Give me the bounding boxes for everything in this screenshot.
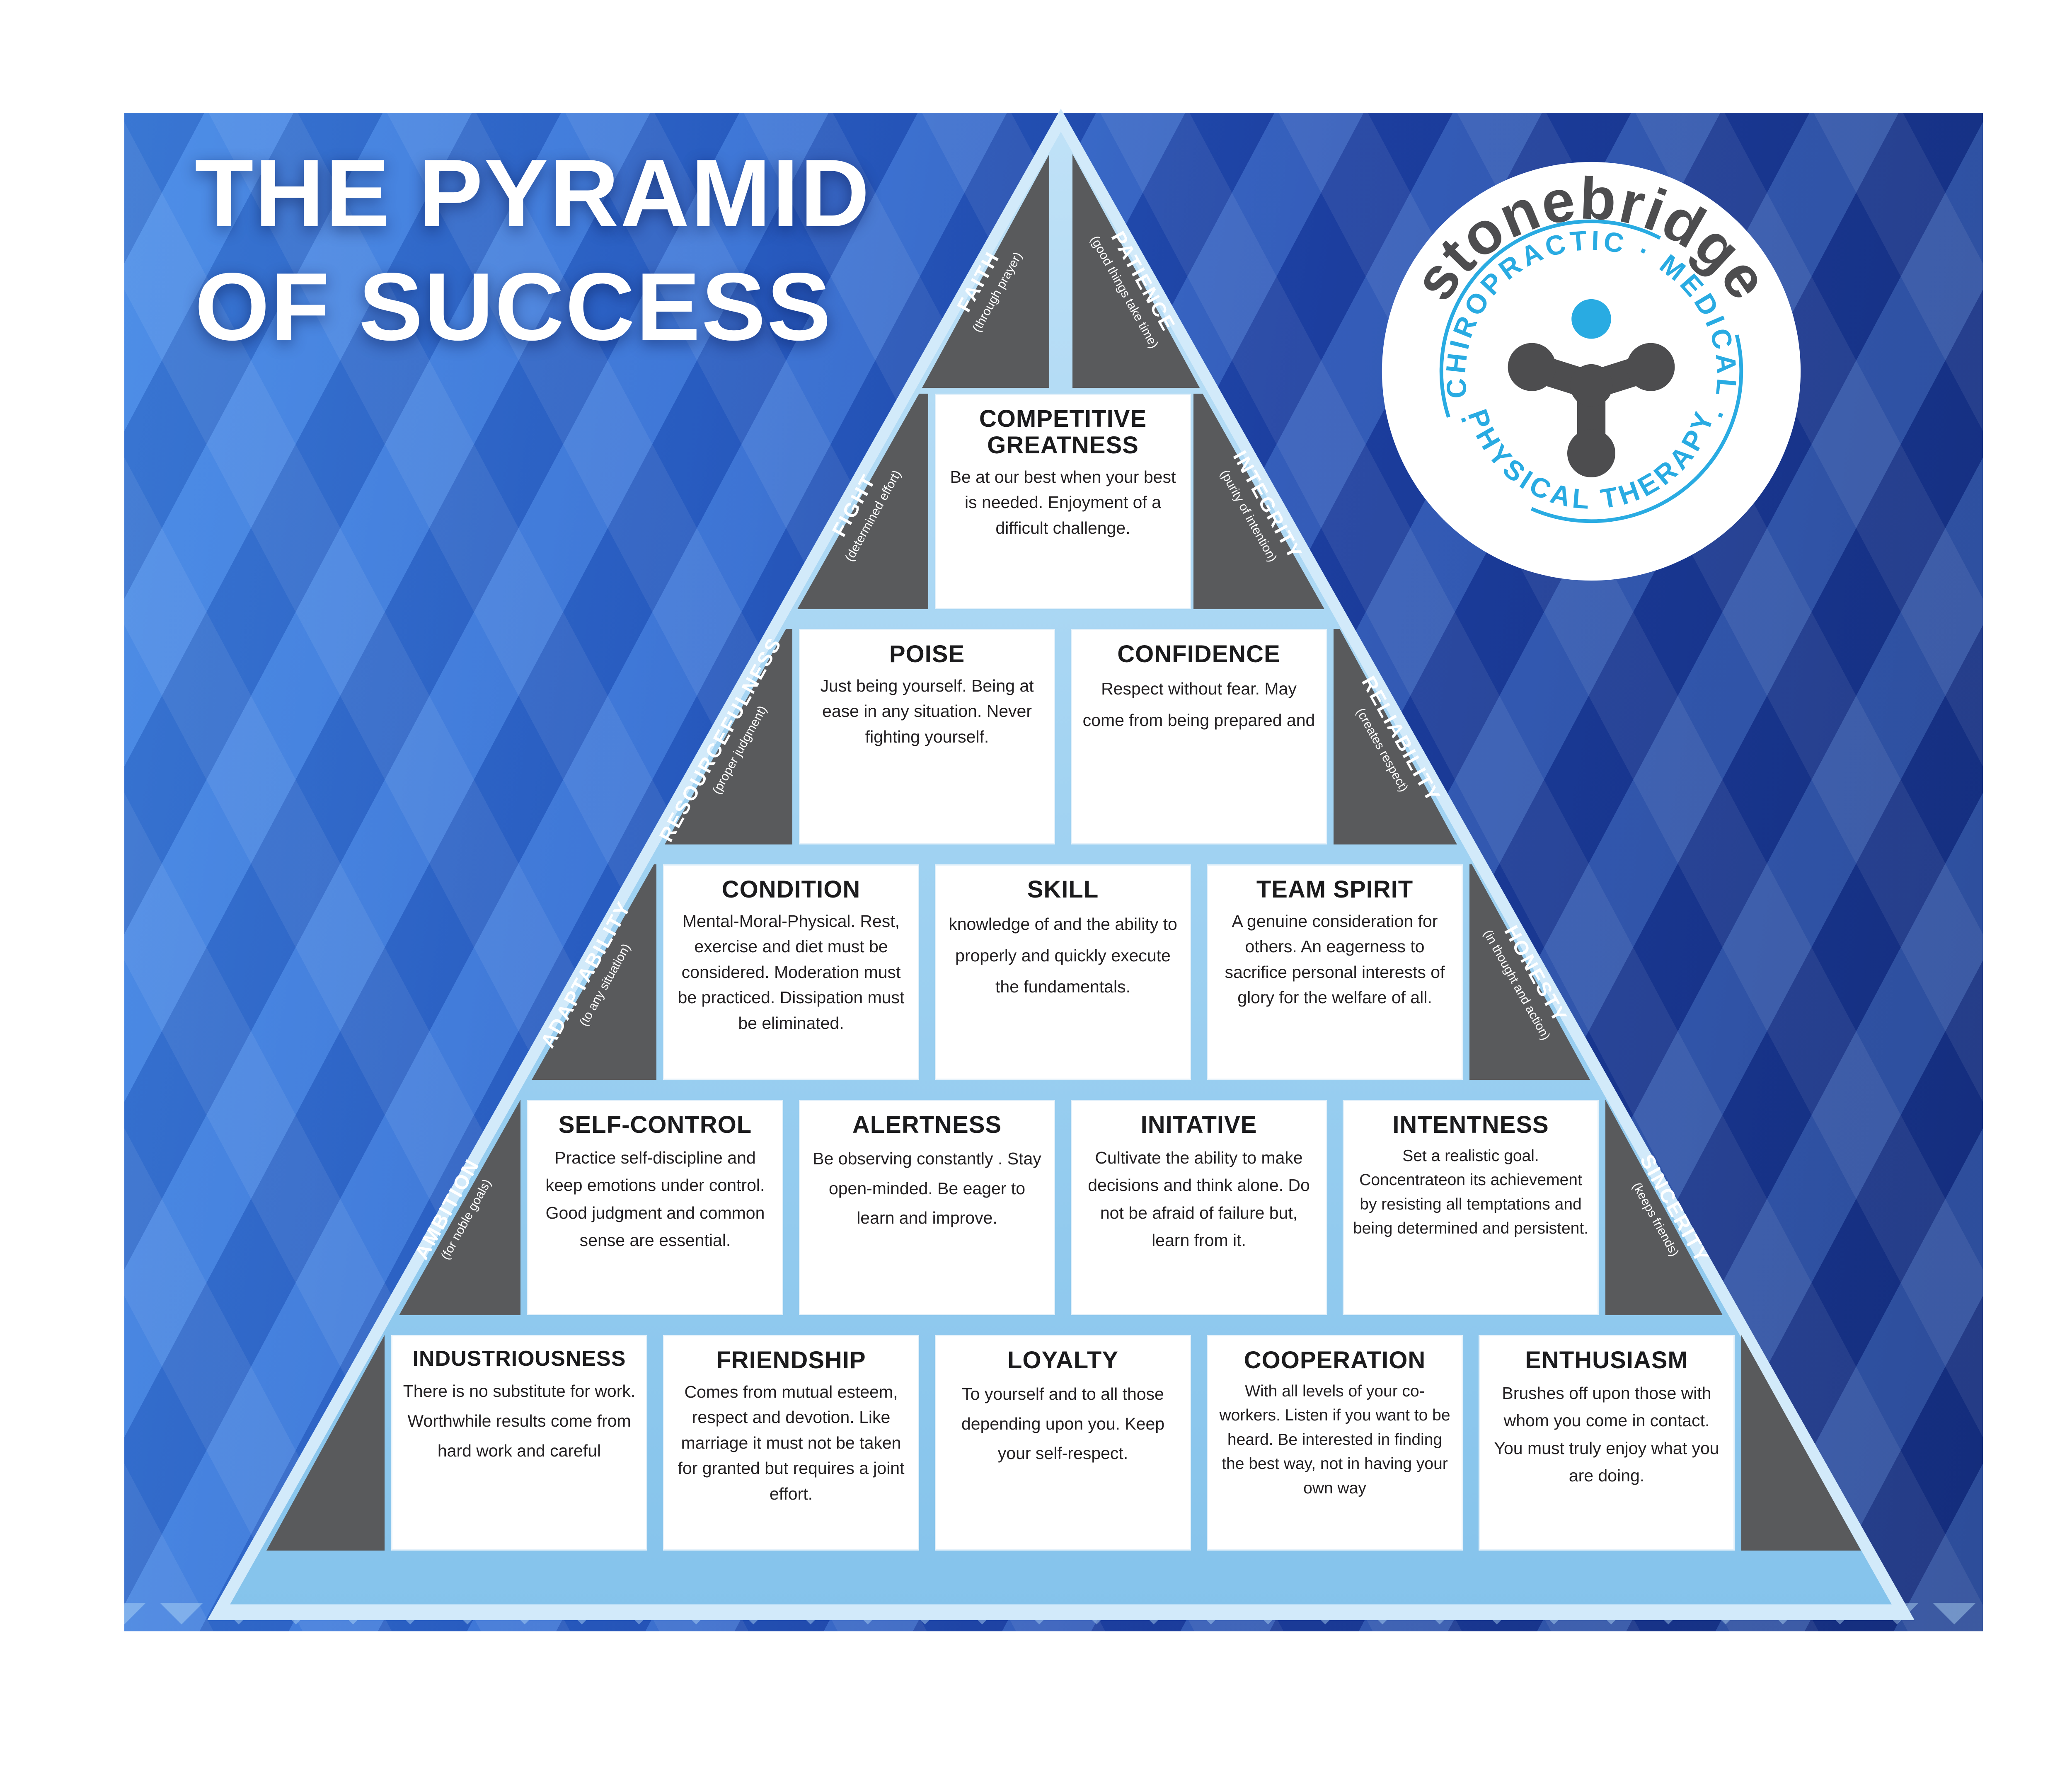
- block-title: ENTHUSIASM: [1525, 1347, 1688, 1374]
- block-body: knowledge of and the ability to properly…: [949, 914, 1177, 997]
- block-title: TEAM SPIRIT: [1256, 876, 1414, 903]
- block-enthusiasm: ENTHUSIASM Brushes off upon those with w…: [1479, 1335, 1735, 1551]
- block-body: With all levels of your co-workers. List…: [1219, 1382, 1450, 1497]
- block-loyalty: LOYALTY To yourself and to all those dep…: [935, 1335, 1191, 1551]
- block-body: Cultivate the ability to make decisions …: [1088, 1148, 1310, 1250]
- block-friendship: FRIENDSHIP Comes from mutual esteem, res…: [663, 1335, 919, 1551]
- block-confidence: CONFIDENCE Respect without fear. May com…: [1071, 629, 1327, 844]
- block-title: COOPERATION: [1244, 1347, 1426, 1374]
- block-poise: POISE Just being yourself. Being at ease…: [799, 629, 1055, 844]
- poster-title-line1: THE PYRAMID: [195, 140, 871, 247]
- block-title: INDUSTRIOUSNESS: [412, 1347, 626, 1371]
- block-competitive-greatness: COMPETITIVE GREATNESS Be at our best whe…: [935, 394, 1191, 609]
- block-team-spirit: TEAM SPIRIT A genuine consideration for …: [1207, 864, 1463, 1080]
- block-title: SELF-CONTROL: [558, 1111, 752, 1138]
- block-skill: SKILL knowledge of and the ability to pr…: [935, 864, 1191, 1080]
- block-intentness: INTENTNESS Set a realistic goal. Concent…: [1343, 1100, 1599, 1315]
- block-body: Be at our best when your best is needed.…: [950, 467, 1176, 537]
- block-body: To yourself and to all those depending u…: [961, 1384, 1165, 1463]
- block-title: CONDITION: [721, 876, 861, 903]
- block-alertness: ALERTNESS Be observing constantly . Stay…: [799, 1100, 1055, 1315]
- block-body: Comes from mutual esteem, respect and de…: [678, 1382, 905, 1503]
- block-title: POISE: [889, 641, 965, 668]
- block-title: LOYALTY: [1007, 1347, 1119, 1374]
- stonebridge-logo-svg: stonebridge · CHIROPRACTIC · MEDICAL · ·…: [1373, 135, 1801, 581]
- block-condition: CONDITION Mental-Moral-Physical. Rest, e…: [663, 864, 919, 1080]
- badge-inner-ring-icon: [1439, 219, 1743, 523]
- block-body: A genuine consideration for others. An e…: [1225, 911, 1445, 1007]
- block-body: Set a realistic goal. Concentrateon its …: [1353, 1147, 1589, 1238]
- poster-title: THE PYRAMID OF SUCCESS: [195, 137, 871, 364]
- block-body: There is no substitute for work. Worthwh…: [403, 1381, 636, 1460]
- block-industriousness: INDUSTRIOUSNESS There is no substitute f…: [391, 1335, 647, 1551]
- block-title: COMPETITIVE GREATNESS: [979, 405, 1147, 459]
- block-cooperation: COOPERATION With all levels of your co-w…: [1207, 1335, 1463, 1551]
- block-body: Just being yourself. Being at ease in an…: [820, 676, 1034, 746]
- block-body: Respect without fear. May come from bein…: [1082, 679, 1315, 730]
- block-body: Be observing constantly . Stay open-mind…: [813, 1149, 1041, 1228]
- block-body: Practice self-discipline and keep emotio…: [545, 1148, 765, 1250]
- block-self-control: SELF-CONTROL Practice self-discipline an…: [527, 1100, 783, 1315]
- block-title: ALERTNESS: [852, 1111, 1002, 1138]
- block-body: Mental-Moral-Physical. Rest, exercise an…: [678, 911, 905, 1033]
- poster-title-line2: OF SUCCESS: [195, 253, 833, 360]
- stonebridge-mark-icon: [1508, 299, 1675, 477]
- stonebridge-logo-badge: stonebridge · CHIROPRACTIC · MEDICAL · ·…: [1373, 135, 1803, 583]
- block-title: SKILL: [1027, 876, 1099, 903]
- block-body: Brushes off upon those with whom you com…: [1494, 1383, 1719, 1486]
- block-title: INTENTNESS: [1392, 1111, 1549, 1138]
- block-title: FRIENDSHIP: [716, 1347, 866, 1374]
- block-title: INITATIVE: [1140, 1111, 1257, 1138]
- block-title: CONFIDENCE: [1117, 641, 1280, 668]
- block-initative: INITATIVE Cultivate the ability to make …: [1071, 1100, 1327, 1315]
